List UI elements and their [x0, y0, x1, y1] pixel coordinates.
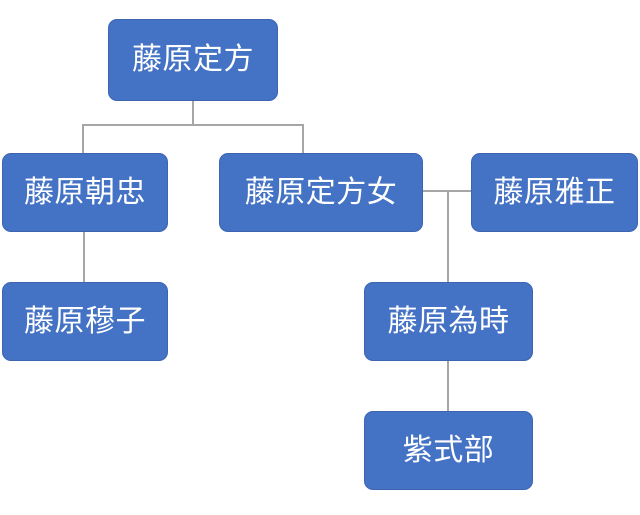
- node-label: 藤原雅正: [493, 175, 616, 209]
- connector-sadakata-crossbar: [82, 124, 304, 126]
- node-fujiwara-no-mutsuko[interactable]: 藤原穆子: [2, 282, 168, 361]
- node-label: 紫式部: [402, 433, 495, 467]
- connector-tametoki-to-murasaki: [447, 361, 449, 412]
- node-label: 藤原為時: [387, 304, 510, 338]
- node-fujiwara-no-tametoki[interactable]: 藤原為時: [364, 282, 533, 361]
- node-fujiwara-no-tadatada[interactable]: 藤原朝忠: [2, 153, 168, 232]
- node-label: 藤原朝忠: [24, 175, 146, 209]
- node-label: 藤原定方女: [244, 175, 398, 209]
- node-label: 藤原穆子: [24, 304, 146, 338]
- connector-sadakata-down: [192, 101, 194, 126]
- node-fujiwara-no-masatada[interactable]: 藤原雅正: [471, 153, 638, 232]
- node-fujiwara-no-sadakata[interactable]: 藤原定方: [108, 19, 278, 101]
- connector-to-tadatada: [82, 124, 84, 154]
- node-fujiwara-no-sadakata-musume[interactable]: 藤原定方女: [219, 153, 423, 232]
- node-murasaki-shikibu[interactable]: 紫式部: [364, 411, 533, 490]
- connector-to-tametoki: [447, 190, 449, 283]
- connector-to-sadakata-musume: [302, 124, 304, 154]
- node-label: 藤原定方: [132, 43, 254, 76]
- connector-tadatada-to-mutsuko: [83, 232, 85, 283]
